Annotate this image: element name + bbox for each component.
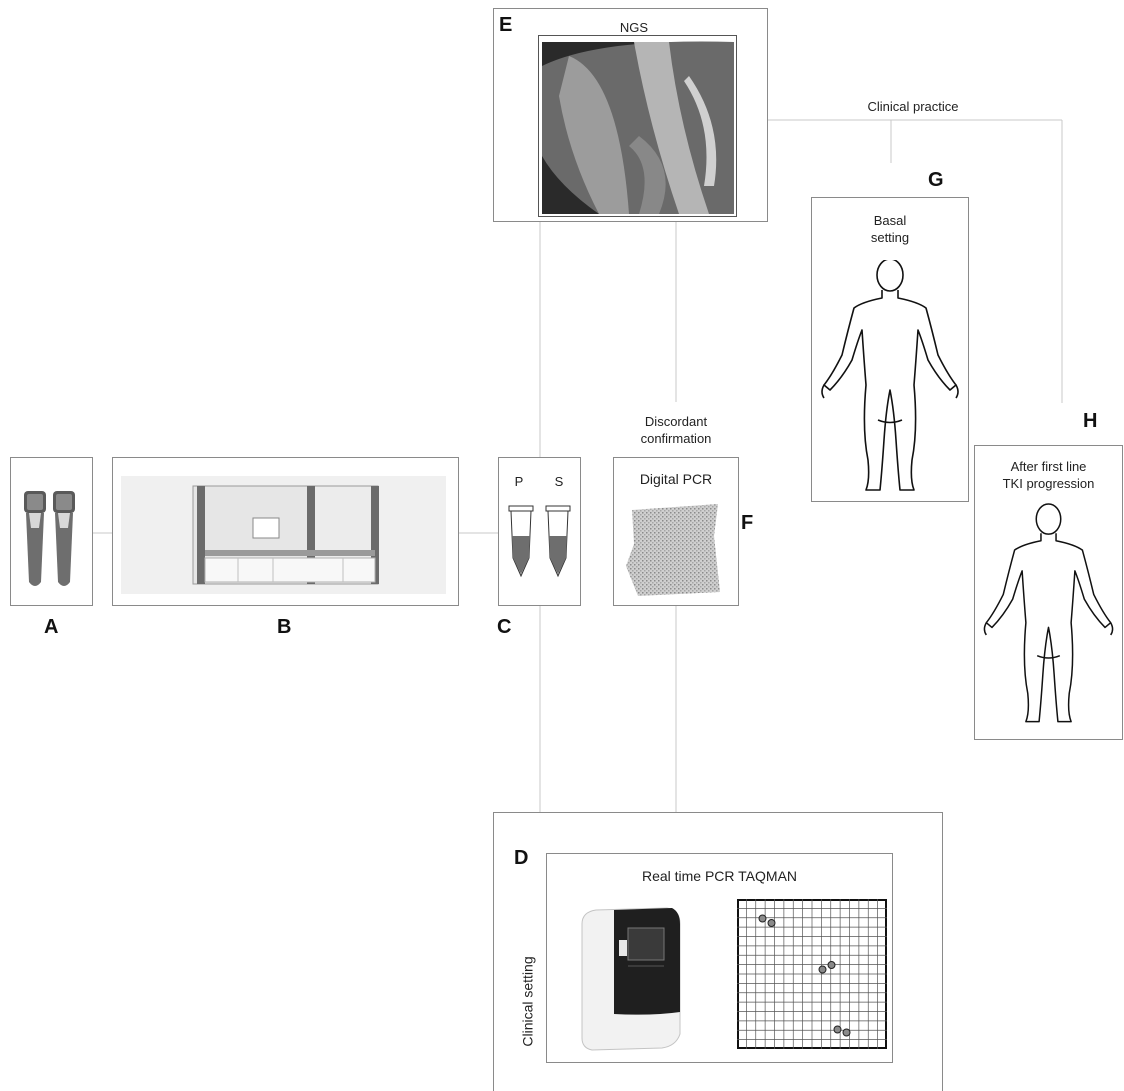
extraction-robot-icon — [121, 476, 446, 594]
digital-pcr-title: Digital PCR — [639, 471, 713, 487]
basal-setting-title: Basal setting — [812, 212, 968, 246]
panel-d-letter: D — [514, 847, 529, 869]
scatter-point — [767, 919, 776, 927]
pcr-instrument-icon — [581, 907, 681, 1051]
caption-line-1: Discordant — [644, 414, 708, 429]
panel-a-sample-tubes — [10, 457, 93, 606]
after-tki-line-1: After first line — [1010, 459, 1087, 474]
scatter-point — [818, 965, 827, 974]
panel-b-extraction-instrument — [112, 457, 459, 606]
eppendorf-tubes-icon — [508, 505, 571, 578]
ngs-image-frame — [538, 35, 737, 217]
ngs-title: NGS — [619, 20, 649, 35]
caption-line-2: confirmation — [640, 431, 712, 446]
panel-e-ngs: NGS — [493, 8, 768, 222]
human-body-icon — [821, 260, 959, 491]
after-tki-line-2: TKI progression — [1002, 476, 1095, 491]
panel-f-letter: F — [741, 512, 754, 534]
clinical-setting-side-label-wrap: Clinical setting — [514, 947, 542, 1067]
clinical-setting-label: Clinical setting — [519, 956, 536, 1047]
panel-a-letter: A — [44, 616, 59, 638]
tube-s-label: S — [554, 474, 564, 489]
clinical-practice-label: Clinical practice — [867, 99, 959, 114]
panel-f-digital-pcr: Digital PCR — [613, 457, 739, 606]
panel-g-letter: G — [928, 169, 944, 191]
real-time-pcr-title: Real time PCR TAQMAN — [641, 868, 798, 884]
panel-d-clinical-setting: D Clinical setting Real time PCR TAQMAN — [493, 812, 943, 1091]
blood-tubes-icon — [24, 491, 75, 586]
ngs-flow-cell-image — [542, 41, 734, 214]
digital-pcr-array-image — [626, 504, 720, 596]
real-time-pcr-frame: Real time PCR TAQMAN — [546, 853, 893, 1063]
human-body-icon — [983, 503, 1114, 723]
after-tki-title: After first line TKI progression — [975, 458, 1122, 492]
panel-b-letter: B — [277, 616, 292, 638]
tube-p-label: P — [514, 474, 524, 489]
scatter-point — [758, 914, 767, 923]
basal-line-1: Basal — [873, 213, 907, 228]
pcr-scatter-grid — [737, 899, 887, 1049]
panel-c-letter: C — [497, 616, 512, 638]
panel-h-letter: H — [1083, 410, 1098, 432]
panel-h-after-tki-progression: After first line TKI progression — [974, 445, 1123, 740]
panel-c-plasma-serum-tubes: P S — [498, 457, 581, 606]
discordant-confirmation-caption: Discordant confirmation — [606, 413, 746, 447]
scatter-point — [842, 1028, 851, 1037]
panel-e-letter: E — [499, 14, 513, 36]
scatter-point — [833, 1025, 842, 1034]
panel-g-basal-setting: Basal setting — [811, 197, 969, 502]
scatter-point — [827, 961, 836, 969]
basal-line-2: setting — [870, 230, 910, 245]
